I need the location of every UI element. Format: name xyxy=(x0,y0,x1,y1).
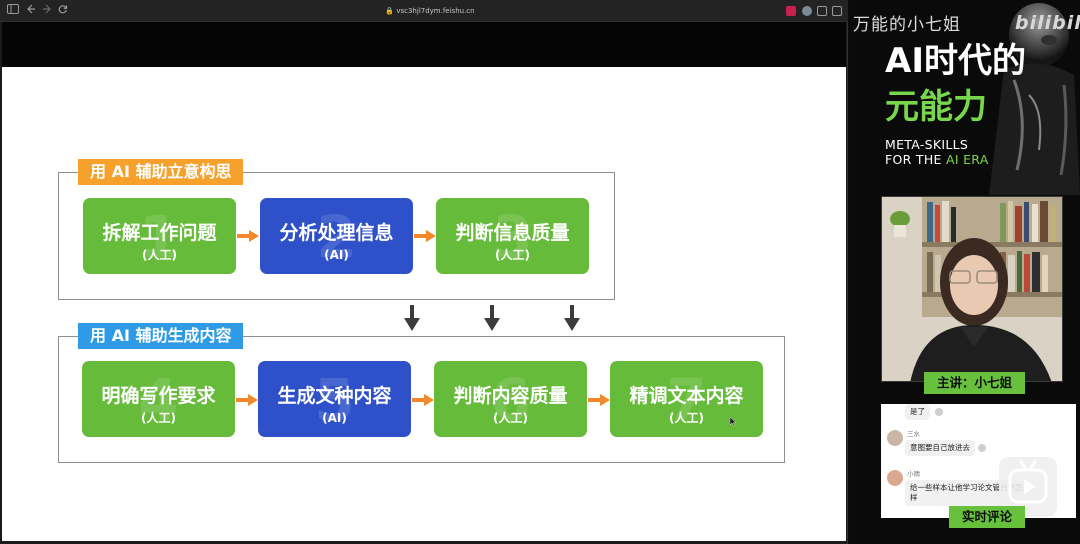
live-comments-panel[interactable]: 是了 三水 意图要自己放进去 小晴 给一些样本让他学习论文管台词怎么 样 xyxy=(881,404,1076,518)
step-4-title: 明确写作要求 xyxy=(101,385,216,407)
course-english-line2: FOR THE AI ERA xyxy=(885,152,989,167)
webcam-scene-image xyxy=(882,197,1062,381)
chat-bubble-line2: 样 xyxy=(910,493,918,502)
reload-icon[interactable] xyxy=(56,4,70,18)
step-7-title: 精调文本内容 xyxy=(629,385,744,407)
chat-bubble-line1: 给一些样本让他学习论文管台词怎么 xyxy=(910,483,1030,492)
extension-red-icon[interactable] xyxy=(786,6,796,16)
arrow-down-icon xyxy=(564,305,580,331)
forward-icon[interactable] xyxy=(40,4,54,18)
url-text: vsc3hjl7dym.feishu.cn xyxy=(396,7,475,15)
course-title: AI时代的 xyxy=(885,41,1026,81)
step-3-title: 判断信息质量 xyxy=(455,222,570,244)
webcam-feed xyxy=(881,196,1063,382)
course-english-prefix: FOR THE xyxy=(885,152,946,167)
section-generation-tag: 用 AI 辅助生成内容 xyxy=(78,323,244,349)
mouse-cursor-icon xyxy=(730,417,736,426)
host-label: 主讲：小七姐 xyxy=(924,372,1025,394)
step-6-number: 6 xyxy=(490,366,531,434)
step-6-title: 判断内容质量 xyxy=(453,385,568,407)
step-3-sub: (人工) xyxy=(495,248,530,262)
sidebar-icon[interactable] xyxy=(6,4,20,18)
like-icon[interactable] xyxy=(978,444,986,452)
user-avatar xyxy=(887,470,903,486)
user-avatar xyxy=(887,430,903,446)
chat-bubble: 意图要自己放进去 xyxy=(905,440,975,456)
step-2-sub: (AI) xyxy=(324,248,349,262)
step-4-box: 4 明确写作要求 (人工) xyxy=(82,361,235,437)
chat-username: 小晴 xyxy=(907,470,920,478)
step-2-number: 2 xyxy=(316,203,357,271)
step-2-box: 2 分析处理信息 (AI) xyxy=(260,198,413,274)
slide-canvas: 用 AI 辅助立意构思 1 拆解工作问题 (人工) 2 分析处理信息 (AI) … xyxy=(2,67,846,541)
arrow-right-icon xyxy=(412,394,434,406)
course-subtitle: 元能力 xyxy=(885,87,987,127)
browser-toolbar: 🔒 vsc3hjl7dym.feishu.cn xyxy=(0,0,848,22)
browser-window: 🔒 vsc3hjl7dym.feishu.cn 用 AI 辅助立意构思 1 拆解… xyxy=(0,0,848,544)
step-3-number: 3 xyxy=(492,203,533,271)
arrow-down-icon xyxy=(404,305,420,331)
step-7-number: 7 xyxy=(666,366,707,434)
step-6-box: 6 判断内容质量 (人工) xyxy=(434,361,587,437)
arrow-down-icon xyxy=(484,305,500,331)
like-icon[interactable] xyxy=(935,408,943,416)
bilibili-logo: bilibili xyxy=(1015,12,1080,34)
step-4-sub: (人工) xyxy=(141,411,176,425)
step-4-number: 4 xyxy=(138,366,179,434)
split-view-icon[interactable] xyxy=(832,6,842,16)
page-header-band xyxy=(2,22,846,67)
robot-figure-image xyxy=(989,3,1080,195)
streamer-name: 万能的小七姐 xyxy=(853,15,961,35)
arrow-right-icon xyxy=(236,394,258,406)
chat-bubble: 是了 xyxy=(905,404,930,420)
back-icon[interactable] xyxy=(24,4,38,18)
step-1-title: 拆解工作问题 xyxy=(102,222,217,244)
step-7-box: 7 精调文本内容 (人工) xyxy=(610,361,763,437)
step-5-number: 5 xyxy=(314,366,355,434)
step-5-title: 生成文种内容 xyxy=(277,385,392,407)
step-1-number: 1 xyxy=(139,203,180,271)
step-1-sub: (人工) xyxy=(142,248,177,262)
chat-message: 三水 意图要自己放进去 xyxy=(881,426,1076,460)
section-ideation-frame xyxy=(58,172,615,300)
step-5-box: 5 生成文种内容 (AI) xyxy=(258,361,411,437)
step-7-sub: (人工) xyxy=(669,411,704,425)
section-ideation-tag: 用 AI 辅助立意构思 xyxy=(78,159,244,185)
step-3-box: 3 判断信息质量 (人工) xyxy=(436,198,589,274)
course-english-line1: META-SKILLS xyxy=(885,137,969,152)
play-icon xyxy=(1008,460,1048,504)
course-english-highlight: AI ERA xyxy=(946,152,989,167)
arrow-right-icon xyxy=(237,230,259,242)
address-bar[interactable]: 🔒 vsc3hjl7dym.feishu.cn xyxy=(330,4,530,18)
section-generation-frame xyxy=(58,336,785,463)
arrow-right-icon xyxy=(588,394,610,406)
step-1-box: 1 拆解工作问题 (人工) xyxy=(83,198,236,274)
chat-message: 是了 xyxy=(881,404,1076,424)
lock-icon: 🔒 xyxy=(385,7,395,15)
step-2-title: 分析处理信息 xyxy=(279,222,394,244)
chat-username: 三水 xyxy=(907,430,920,438)
extension-avatar-icon[interactable] xyxy=(802,6,812,16)
arrow-right-icon xyxy=(414,230,436,242)
live-stream-overlay: 万能的小七姐 bilibili AI时代的 元能力 META-SKILLS FO… xyxy=(849,0,1080,544)
download-icon[interactable] xyxy=(817,6,827,16)
step-6-sub: (人工) xyxy=(493,411,528,425)
step-5-sub: (AI) xyxy=(322,411,347,425)
live-comments-label: 实时评论 xyxy=(949,506,1025,528)
